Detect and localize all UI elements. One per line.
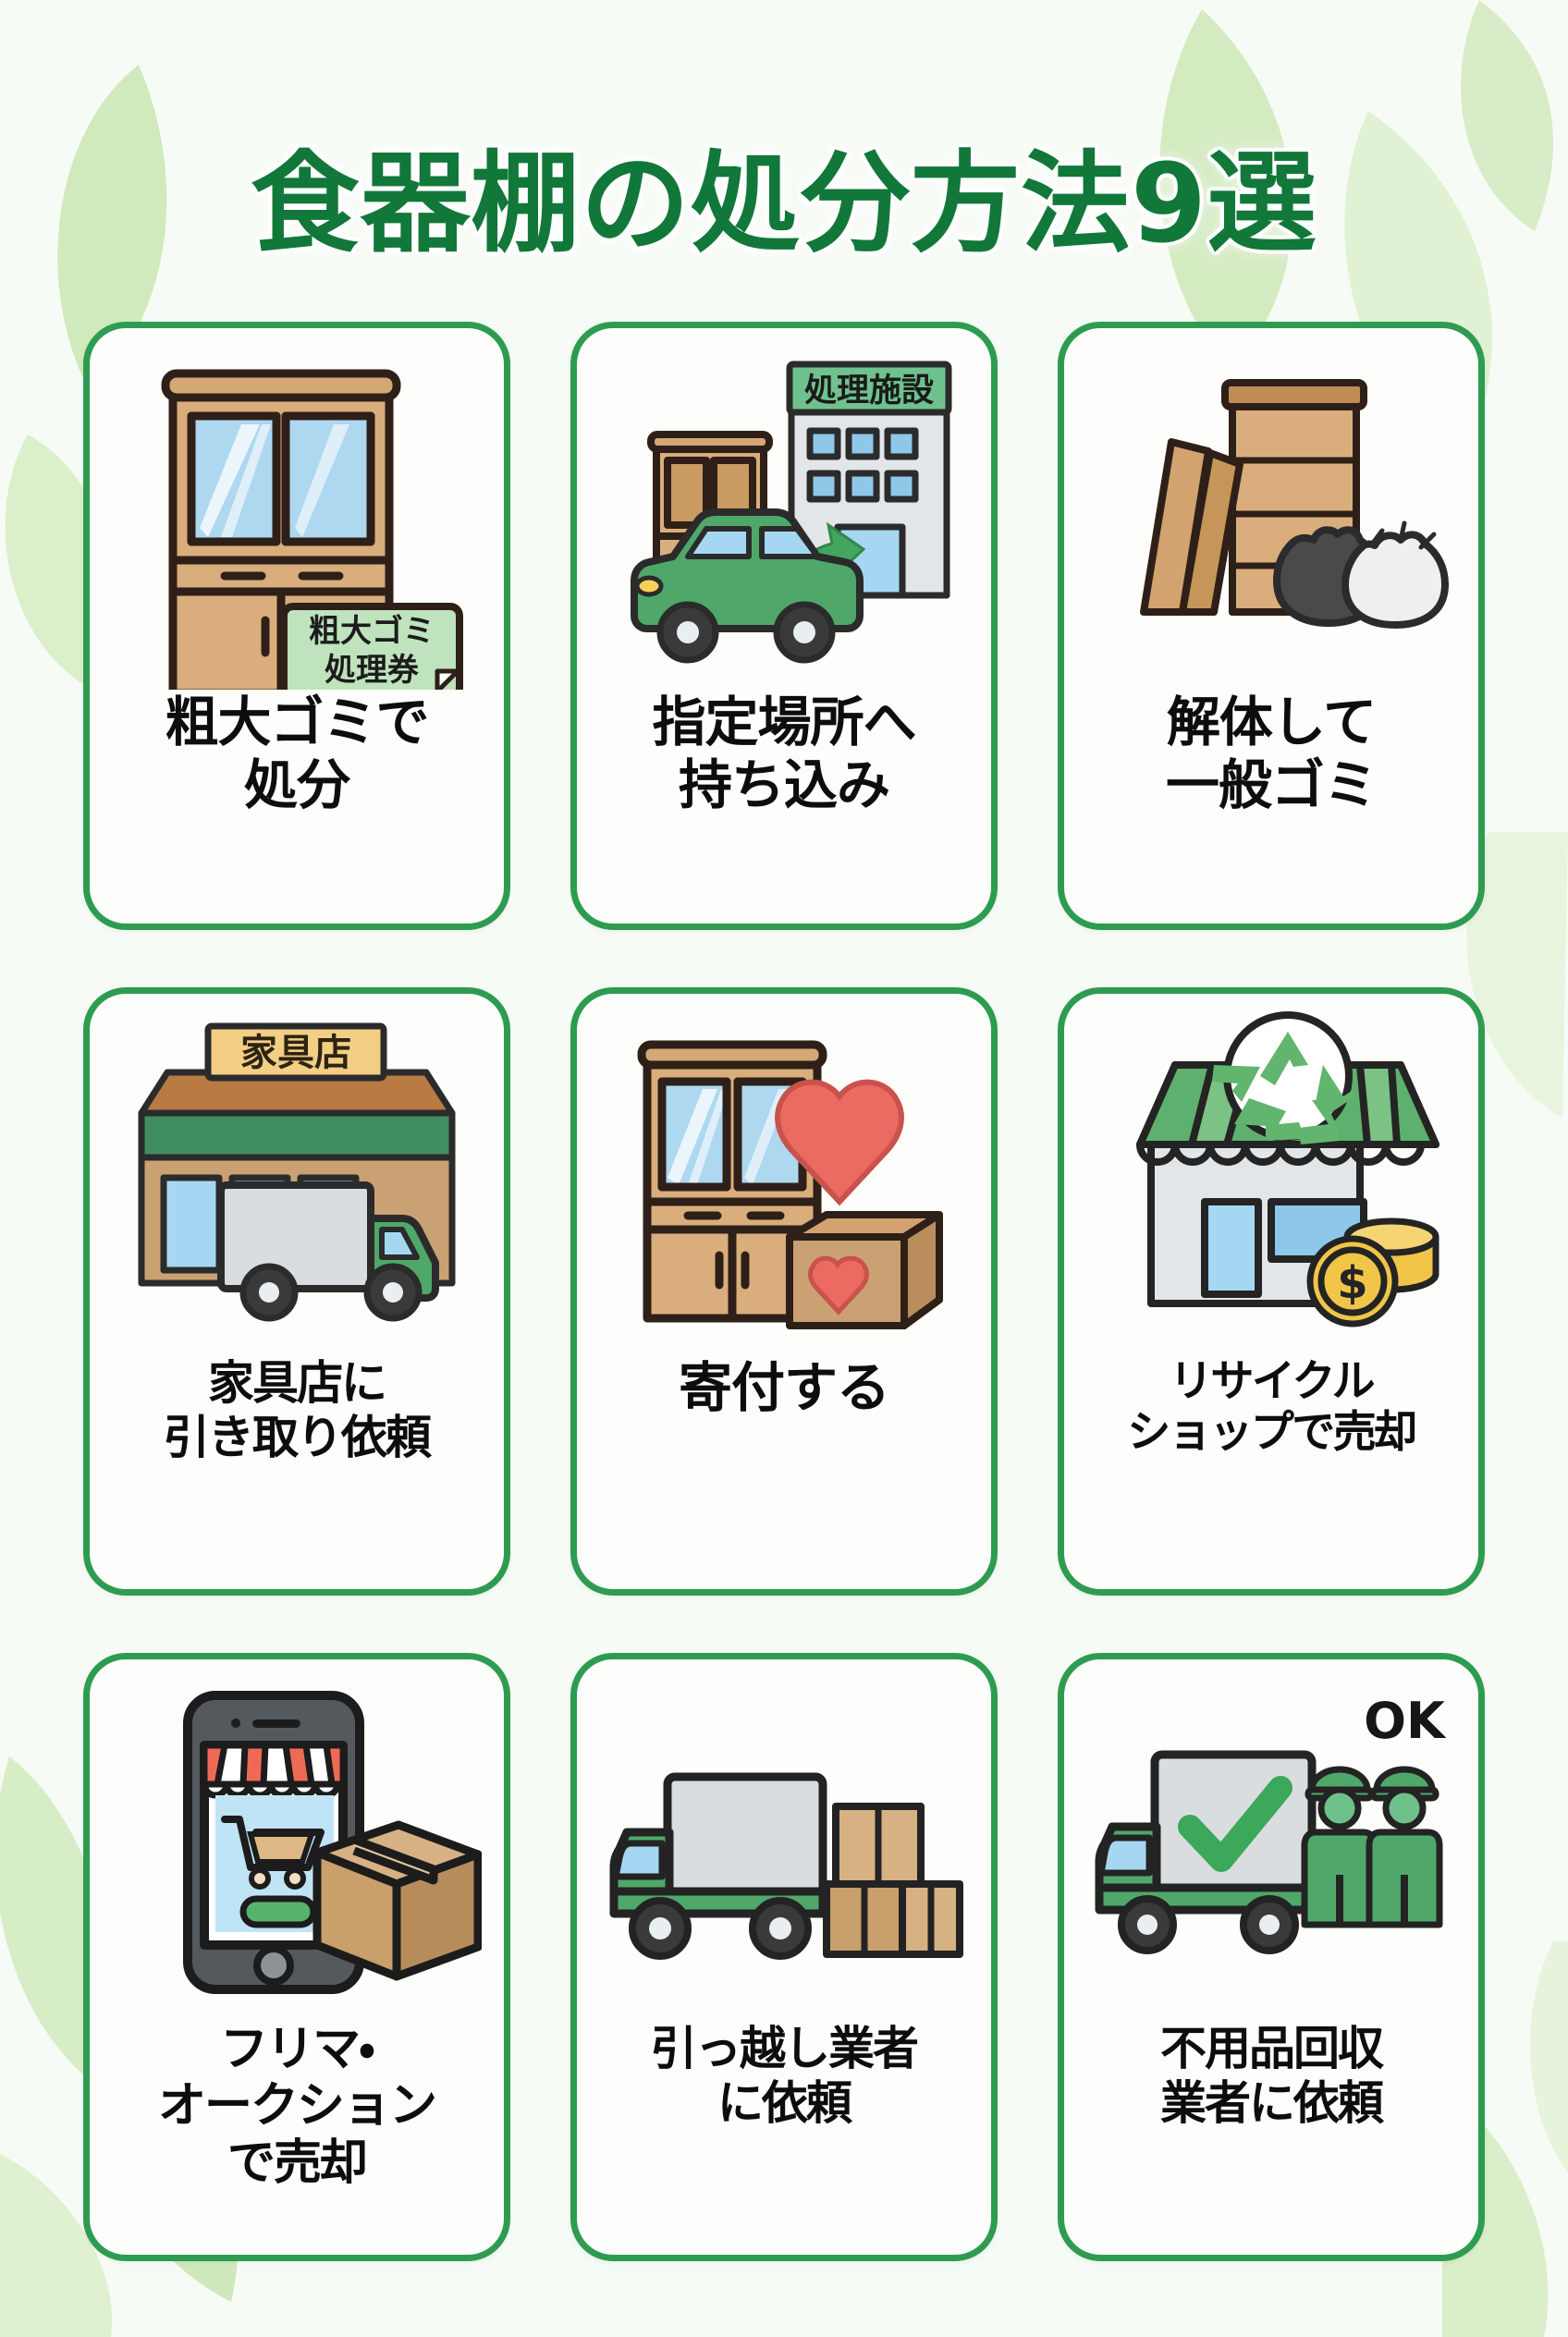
method-card-9-label: 不用品回収 業者に依頼 xyxy=(1160,2022,1384,2130)
method-card-1-label: 粗大ゴミで 処分 xyxy=(165,691,429,817)
page-title-container: 食器棚の処分方法9選 xyxy=(0,72,1568,336)
furniture-store-with-truck-icon: 家具店 xyxy=(90,994,504,1356)
method-card-2-label: 指定場所へ 持ち込み xyxy=(652,691,916,817)
coin-currency-symbol: $ xyxy=(1337,1257,1367,1309)
method-card-8-label: 引っ越し業者 に依頼 xyxy=(651,2022,919,2130)
method-card-8[interactable]: 引っ越し業者 に依頼 xyxy=(570,1653,998,2261)
page-title: 食器棚の処分方法9選 xyxy=(250,140,1318,268)
car-carrying-cupboard-to-facility-icon: 処理施設 xyxy=(577,328,991,691)
method-card-4[interactable]: 家具店 家具店に 引き取り依頼 xyxy=(83,987,510,1596)
cupboard-heart-donation-box-icon xyxy=(577,994,991,1356)
cupboard-with-bulky-waste-ticket-icon: 粗大ゴミ 処理券 xyxy=(90,328,504,691)
moving-truck-with-boxes-icon xyxy=(577,1659,991,2022)
method-card-7-label: フリマ・ オークション で売却 xyxy=(157,2022,437,2191)
furniture-store-sign-label: 家具店 xyxy=(240,1032,351,1074)
method-card-5[interactable]: 寄付する xyxy=(570,987,998,1596)
smartphone-marketplace-with-parcel-icon xyxy=(90,1659,504,2022)
method-card-1[interactable]: 粗大ゴミ 処理券 粗大ゴミで 処分 xyxy=(83,322,510,930)
waste-collection-truck-with-workers-icon: OK xyxy=(1064,1659,1478,2022)
ok-badge-label: OK xyxy=(1364,1692,1447,1750)
method-card-4-label: 家具店に 引き取り依頼 xyxy=(164,1356,432,1464)
dismantled-boards-and-garbage-bags-icon xyxy=(1064,328,1478,691)
bulky-waste-ticket-line2: 処理券 xyxy=(325,652,419,689)
method-card-7[interactable]: フリマ・ オークション で売却 xyxy=(83,1653,510,2261)
recycle-shop-with-coins-icon: $ xyxy=(1064,994,1478,1356)
method-card-3[interactable]: 解体して 一般ゴミ xyxy=(1058,322,1485,930)
method-card-6[interactable]: $ リサイクル ショップで売却 xyxy=(1058,987,1485,1596)
method-card-5-label: 寄付する xyxy=(678,1356,890,1419)
facility-sign-label: 処理施設 xyxy=(804,373,935,410)
method-card-3-label: 解体して 一般ゴミ xyxy=(1165,691,1378,817)
method-card-6-label: リサイクル ショップで売却 xyxy=(1127,1356,1417,1459)
method-card-grid: 粗大ゴミ 処理券 粗大ゴミで 処分 xyxy=(83,322,1485,2261)
bulky-waste-ticket-line1: 粗大ゴミ xyxy=(309,613,435,650)
method-card-2[interactable]: 処理施設 xyxy=(570,322,998,930)
method-card-9[interactable]: OK xyxy=(1058,1653,1485,2261)
